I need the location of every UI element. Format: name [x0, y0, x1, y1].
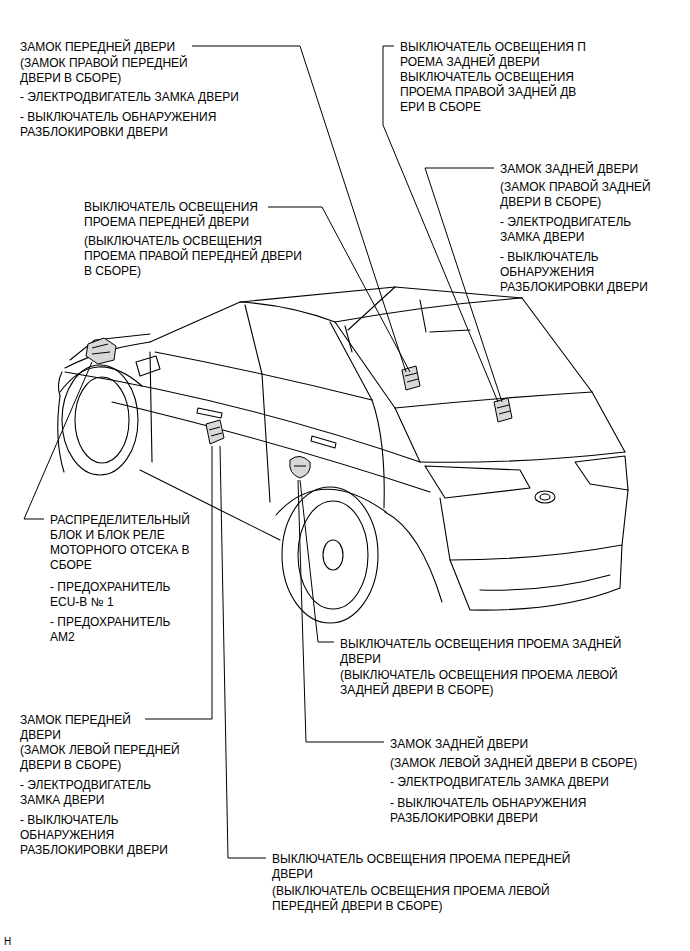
callout-label: (ЗАМОК ПРАВОЙ ЗАДНЕЙ ДВЕРИ В СБОРЕ) [500, 180, 653, 210]
car-body [60, 367, 142, 392]
car-body [276, 489, 386, 515]
callout-label: ВЫКЛЮЧАТЕЛЬ ОСВЕЩЕНИЯ ПРОЕМА ПЕРЕДНЕЙ ДВ… [272, 852, 573, 882]
car-body [311, 436, 336, 448]
part-symbol [86, 338, 512, 478]
callout-label: - ВЫКЛЮЧАТЕЛЬ ОБНАРУЖЕНИЯ РАЗБЛОКИРОВКИ … [20, 110, 219, 140]
callout-label: (ЗАМОК ПРАВОЙ ПЕРЕДНЕЙ ДВЕРИ В СБОРЕ) [20, 56, 190, 86]
car-body [395, 408, 420, 462]
callout-label: ЗАМОК ЗАДНЕЙ ДВЕРИ [500, 162, 641, 177]
callout-label: ЗАМОК ПЕРЕДНЕЙ ДВЕРИ [20, 713, 133, 743]
car-body [430, 330, 470, 332]
car-body [535, 491, 555, 503]
callout-label: (ВЫКЛЮЧАТЕЛЬ ОСВЕЩЕНИЯ ПРОЕМА ЛЕВОЙ ЗАДН… [340, 668, 620, 698]
car-body [75, 377, 129, 463]
leader-line [300, 480, 334, 642]
car-body [575, 456, 628, 490]
leader-line [298, 480, 384, 742]
callout-label: ВЫКЛЮЧАТЕЛЬ ОСВЕЩЕНИЯ ПРОЕМА ЗАДНЕЙ ДВЕР… [340, 637, 624, 667]
figure-code: H [4, 934, 14, 949]
part-symbol [290, 456, 311, 478]
callout-label: - ПРЕДОХРАНИТЕЛЬ ECU-B № 1 [50, 580, 173, 610]
car-body [65, 372, 420, 462]
car-body [395, 392, 592, 408]
callout-label: - ВЫКЛЮЧАТЕЛЬ ОБНАРУЖЕНИЯ РАЗБЛОКИРОВКИ … [500, 250, 650, 295]
car-body [136, 356, 160, 376]
part-symbol [86, 338, 116, 364]
callout-label: ВЫКЛЮЧАТЕЛЬ ОСВЕЩЕНИЯ П РОЕМА ЗАДНЕЙ ДВЕ… [400, 40, 588, 70]
car-body [150, 302, 240, 342]
car-body [150, 352, 152, 462]
callout-label: - ВЫКЛЮЧАТЕЛЬ ОБНАРУЖЕНИЯ РАЗБЛОКИРОВКИ … [20, 813, 170, 858]
car-body [330, 322, 372, 400]
car-body [335, 298, 522, 322]
callout-label: - ЭЛЕКТРОДВИГАТЕЛЬ ЗАМКА ДВЕРИ [20, 778, 154, 808]
car-body [540, 494, 550, 500]
car-body [440, 490, 628, 560]
car-body [335, 322, 395, 408]
part-symbol [497, 405, 510, 414]
car-body [450, 545, 622, 610]
leader-line [220, 446, 266, 858]
part-symbol [294, 466, 306, 467]
callout-label: - ЭЛЕКТРОДВИГАТЕЛЬ ЗАМКА ДВЕРИ [20, 90, 241, 105]
car-body [420, 452, 625, 462]
callout-label: (ЗАМОК ЛЕВОЙ ЗАДНЕЙ ДВЕРИ В СБОРЕ) [390, 756, 640, 771]
car-body [282, 487, 378, 623]
car-body [480, 575, 610, 590]
callout-label: (ЗАМОК ЛЕВОЙ ПЕРЕДНЕЙ ДВЕРИ В СБОРЕ) [20, 743, 182, 773]
callout-label: (ВЫКЛЮЧАТЕЛЬ ОСВЕЩЕНИЯ ПРОЕМА ПРАВОЙ ПЕР… [84, 234, 304, 279]
car-body [420, 300, 426, 332]
car-body [522, 298, 592, 392]
callout-label: ЗАМОК ПЕРЕДНЕЙ ДВЕРИ [20, 40, 178, 55]
car-body [345, 326, 352, 352]
car-body [425, 466, 530, 498]
callout-label: ЗАМОК ЗАДНЕЙ ДВЕРИ [390, 737, 531, 752]
callout-label: - ЭЛЕКТРОДВИГАТЕЛЬ ЗАМКА ДВЕРИ [390, 775, 611, 790]
callout-label: ВЫКЛЮЧАТЕЛЬ ОСВЕЩЕНИЯ ПРОЕМА ПЕРЕДНЕЙ ДВ… [84, 200, 260, 230]
part-symbol [206, 420, 224, 444]
callout-label: - ВЫКЛЮЧАТЕЛЬ ОБНАРУЖЕНИЯ РАЗБЛОКИРОВКИ … [390, 796, 589, 826]
part-symbol [494, 398, 512, 422]
car-body [262, 374, 270, 502]
car-body [592, 392, 625, 452]
callout-label: (ВЫКЛЮЧАТЕЛЬ ОСВЕЩЕНИЯ ПРОЕМА ЛЕВОЙ ПЕРЕ… [272, 884, 552, 914]
part-symbol [405, 373, 418, 382]
leader-line [268, 207, 410, 372]
callout-label: - ПРЕДОХРАНИТЕЛЬ AM2 [50, 615, 173, 645]
car-body [62, 365, 138, 475]
callout-label: - ЭЛЕКТРОДВИГАТЕЛЬ ЗАМКА ДВЕРИ [500, 215, 634, 245]
leader-line [425, 168, 502, 402]
car-body [385, 512, 442, 602]
car-body [372, 400, 384, 508]
car-body [348, 287, 395, 330]
part-symbol [92, 344, 110, 354]
callout-label: РАСПРЕДЕЛИТЕЛЬНЫЙ БЛОК И БЛОК РЕЛЕ МОТОР… [50, 513, 192, 573]
callout-label: ВЫКЛЮЧАТЕЛЬ ОСВЕЩЕНИЯ ПРОЕМА ПРАВОЙ ЗАДН… [400, 70, 579, 115]
car-body [323, 540, 343, 570]
car-body [245, 305, 262, 374]
leader-line [24, 362, 92, 519]
part-symbol [209, 427, 222, 436]
car-body [197, 408, 222, 418]
car-body [240, 302, 335, 322]
